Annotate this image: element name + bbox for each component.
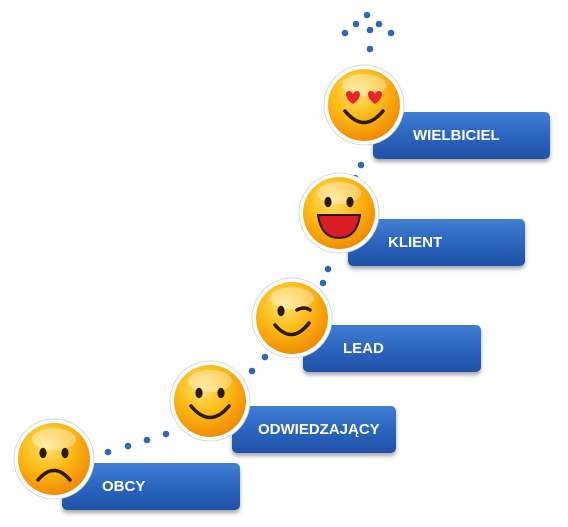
path-dot: [363, 11, 371, 19]
path-dot: [366, 26, 374, 34]
path-dot: [324, 265, 332, 273]
sad-face-icon: [13, 418, 95, 500]
grinning-face-icon: [298, 172, 380, 254]
stage-label-text: LEAD: [343, 340, 384, 357]
stage-label-text: WIELBICIEL: [413, 127, 500, 144]
path-dot: [387, 29, 395, 37]
path-dot: [352, 20, 360, 28]
path-dot: [357, 161, 365, 169]
path-dot: [319, 279, 327, 287]
stage-label-klient: KLIENT: [348, 219, 525, 266]
stage-label-text: KLIENT: [388, 234, 443, 251]
path-dot: [375, 20, 383, 28]
path-dot: [104, 448, 112, 456]
path-dot: [124, 442, 132, 450]
path-dot: [162, 430, 170, 438]
stage-label-wielbiciel: WIELBICIEL: [373, 112, 550, 159]
stage-label-odwiedzajacy: ODWIEDZAJĄCY: [232, 406, 396, 453]
heart-eyes-face-icon: [323, 64, 405, 146]
path-dot: [143, 436, 151, 444]
stage-label-text: OBCY: [102, 478, 146, 495]
stage-label-text: ODWIEDZAJĄCY: [258, 421, 380, 438]
path-dot: [366, 45, 374, 53]
winking-face-icon: [251, 277, 333, 359]
path-dot: [261, 353, 269, 361]
stage-label-lead: LEAD: [303, 325, 481, 372]
path-dot: [341, 29, 349, 37]
smiling-face-icon: [169, 360, 251, 442]
path-dot: [248, 367, 256, 375]
